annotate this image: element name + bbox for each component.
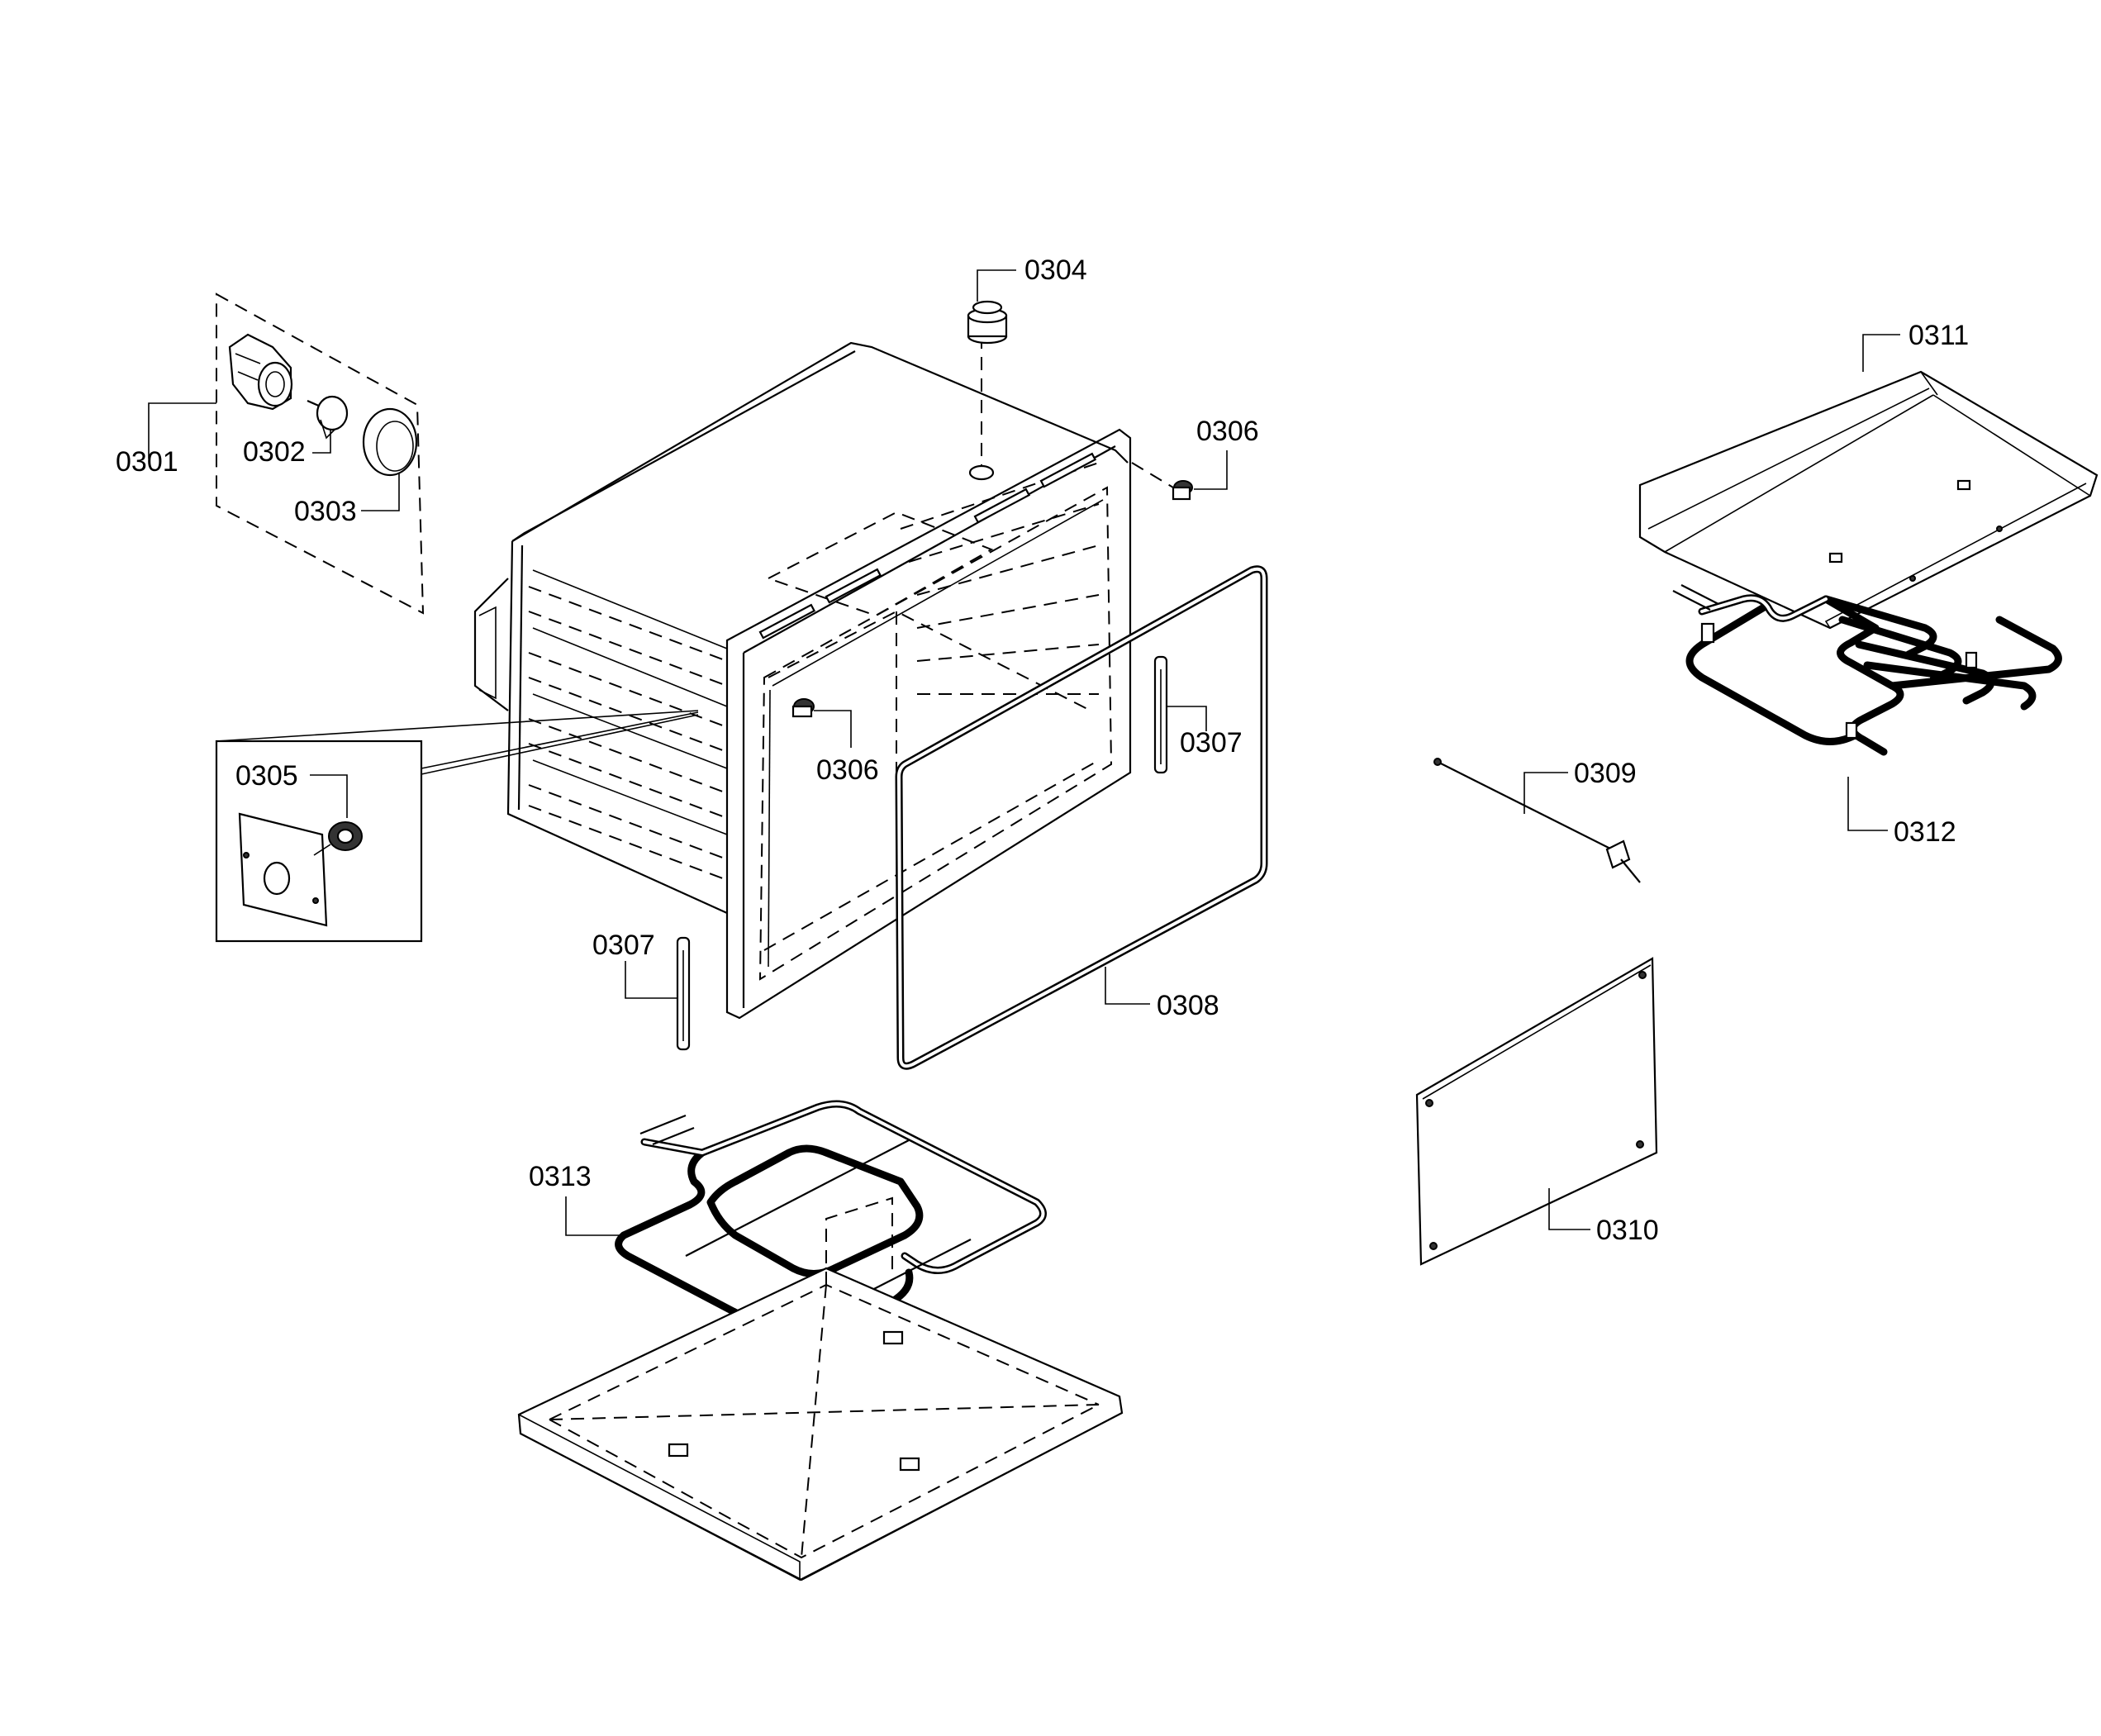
hinge-right-part: 0307 [1153,655,1243,774]
lamp-lens-cover-part [362,407,418,477]
screw-top-part: 0306 [1131,416,1259,501]
callout-0306-mid: 0306 [816,754,879,786]
lamp-assembly-group: 0301 0302 0303 [116,293,425,615]
callout-0302: 0302 [243,436,306,468]
leader-0308 [1105,967,1150,1005]
lamp-socket-part [228,333,293,411]
callout-0309: 0309 [1574,758,1637,789]
callout-0312: 0312 [1894,816,1956,848]
callout-0305: 0305 [235,760,298,792]
lamp-bulb-part [307,395,349,440]
vent-cap-part: 0304 [967,254,1087,345]
temperature-sensor-part: 0309 [1433,758,1641,883]
leader-0304 [977,269,1016,302]
cavity-rack-ladders [900,462,1100,695]
callout-0308: 0308 [1157,990,1219,1021]
callout-0311: 0311 [1908,320,1969,351]
heat-shield-part: 0311 [1638,320,2099,630]
cavity-side-rails [528,569,728,881]
callout-0304: 0304 [1024,254,1087,286]
callout-0301: 0301 [116,446,178,478]
callout-0303: 0303 [294,496,357,527]
callout-0307-left: 0307 [592,930,655,961]
oven-cavity-part [473,314,1132,1020]
leader-0313 [565,1196,620,1236]
leader-0302 [312,430,331,454]
leader-0306-mid [814,710,852,748]
callout-0306-top: 0306 [1196,416,1259,447]
leader-0311 [1862,334,1900,372]
door-gasket-part: 0308 [895,565,1268,1070]
inset-0305-group: 0305 [215,710,699,943]
broil-element-part: 0312 [1672,584,2062,848]
callout-0313: 0313 [529,1161,592,1192]
fan-connector-part [313,821,363,856]
leader-0310 [1548,1188,1590,1230]
leader-0312 [1847,777,1888,831]
hinge-left-part: 0307 [592,930,691,1051]
leader-0309 [1523,772,1568,814]
leader-0303 [361,473,400,511]
cavity-front-slots [758,452,1097,640]
leader-0301 [148,402,216,459]
callout-0307-right: 0307 [1180,727,1243,759]
fan-plate-part [238,812,328,927]
leader-0306-top [1194,450,1228,490]
leader-0307-left [625,961,677,999]
screw-mid-part: 0306 [791,698,879,786]
bottom-tray-part [517,1196,1124,1581]
leader-0305 [310,774,348,818]
rear-panel-part: 0310 [1415,957,1659,1266]
callout-0310: 0310 [1596,1215,1659,1246]
leader-0307-right [1167,706,1207,731]
